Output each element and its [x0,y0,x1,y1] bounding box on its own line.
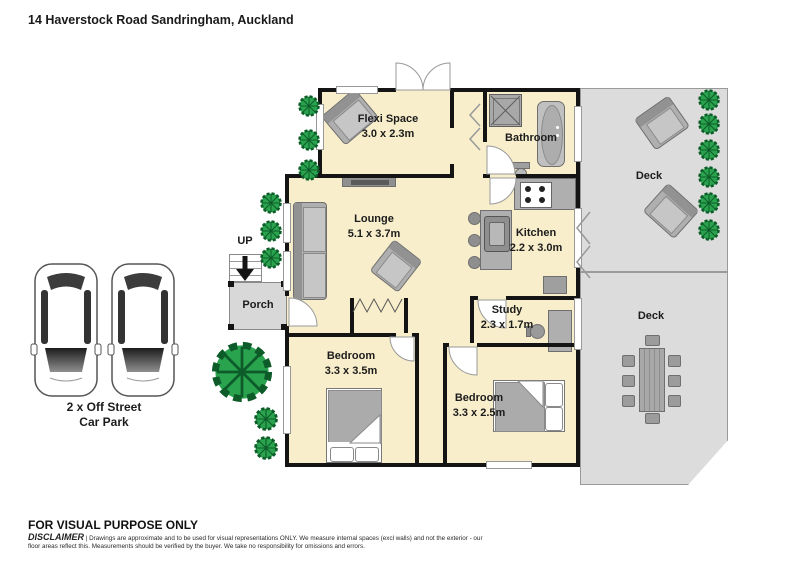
bathtub [537,101,565,167]
room-label-lounge: Lounge 5.1 x 3.7m [348,212,401,242]
page-title: 14 Haverstock Road Sandringham, Auckland [28,13,294,27]
wall-segment [470,296,478,300]
tree-icon [260,192,282,214]
room-name: Bathroom [505,132,557,144]
deck-upper-label: Deck [636,169,662,184]
tree-icon [215,345,268,398]
room-name: Bedroom [454,392,504,404]
wall-segment [450,88,454,128]
dining-chair [645,413,660,424]
wall-segment [483,174,490,178]
tree-icon [254,407,278,431]
car-icon [30,263,102,397]
footer-heading: FOR VISUAL PURPOSE ONLY [28,518,199,532]
dining-chair [668,355,681,367]
closet-post [350,298,354,333]
porch-area [229,282,287,330]
stairs-up-label: UP [237,235,253,247]
desk-chair-back [526,326,531,337]
bar-stool [468,256,481,269]
wall-segment [470,296,474,343]
wall-segment [318,174,454,178]
window [336,86,378,94]
room-name: Lounge [354,213,394,225]
wall-segment [443,343,447,463]
room-name: Study [491,304,523,316]
window [574,106,582,162]
tree-icon [260,220,282,242]
porch-post [228,324,234,330]
room-label-porch: Porch [242,298,273,313]
dining-chair [622,375,635,387]
bar-stool [468,234,481,247]
room-label-flexi: Flexi Space 3.0 x 2.3m [358,112,419,142]
stove [520,182,552,208]
room-label-study: Study 2.3 x 1.7m [481,303,534,333]
wall-segment [412,333,419,337]
room-label-kitchen: Kitchen 2.2 x 3.0m [510,226,563,256]
kitchen-sink [484,216,510,252]
window [486,461,532,469]
window [574,298,582,350]
room-label-bedroom2: Bedroom 3.3 x 2.5m [453,391,506,421]
wall-segment [450,88,580,92]
room-dims: 3.3 x 2.5m [452,407,506,419]
wall-segment [285,174,322,178]
room-dims: 3.0 x 2.3m [361,128,415,140]
stairs-steps [229,254,262,282]
bed [326,388,382,463]
room-name: Deck [637,310,665,322]
room-name: Kitchen [515,227,557,239]
wall-segment [506,296,576,300]
window [283,366,291,434]
wall-segment [477,343,576,347]
dining-table [639,348,665,412]
window [316,104,324,150]
room-dims: 2.2 x 3.0m [509,242,563,254]
window [283,251,291,291]
dining-chair [645,335,660,346]
wall-segment [516,174,576,178]
shower [489,94,522,127]
sliding-door-opening [574,208,582,268]
fridge [543,276,567,294]
footer-disclaimer: DISCLAIMER | Drawings are approximate an… [28,532,486,550]
closet-post [404,298,408,333]
bar-stool [468,212,481,225]
entry-double-door [395,62,451,91]
deck-lower-label: Deck [638,309,664,324]
disclaimer-label: DISCLAIMER [28,532,84,542]
room-name: Deck [635,170,663,182]
wall-segment [415,333,419,463]
room-label-bedroom1: Bedroom 3.3 x 3.5m [325,349,378,379]
porch-post [228,281,234,287]
wall-segment [289,333,396,337]
wall-segment [483,88,487,142]
room-name: Flexi Space [357,113,419,125]
dining-chair [622,395,635,407]
room-name: Porch [242,299,274,311]
tree-icon [260,247,282,269]
window [283,203,291,243]
sofa [293,202,327,301]
room-dims: 2.3 x 1.7m [480,319,534,331]
dining-chair [622,355,635,367]
porch-post [281,324,287,330]
car-icon [107,263,179,397]
room-dims: 5.1 x 3.7m [347,228,401,240]
room-label-bathroom: Bathroom [505,131,557,146]
wall-segment [450,164,454,178]
dining-chair [668,375,681,387]
room-name: Bedroom [326,350,376,362]
disclaimer-text: | Drawings are approximate and to be use… [28,535,483,550]
wall-segment [285,463,580,467]
tree-icon [254,436,278,460]
dining-chair [668,395,681,407]
carpark-label: 2 x Off Street Car Park [66,400,142,429]
room-dims: 3.3 x 3.5m [324,365,378,377]
